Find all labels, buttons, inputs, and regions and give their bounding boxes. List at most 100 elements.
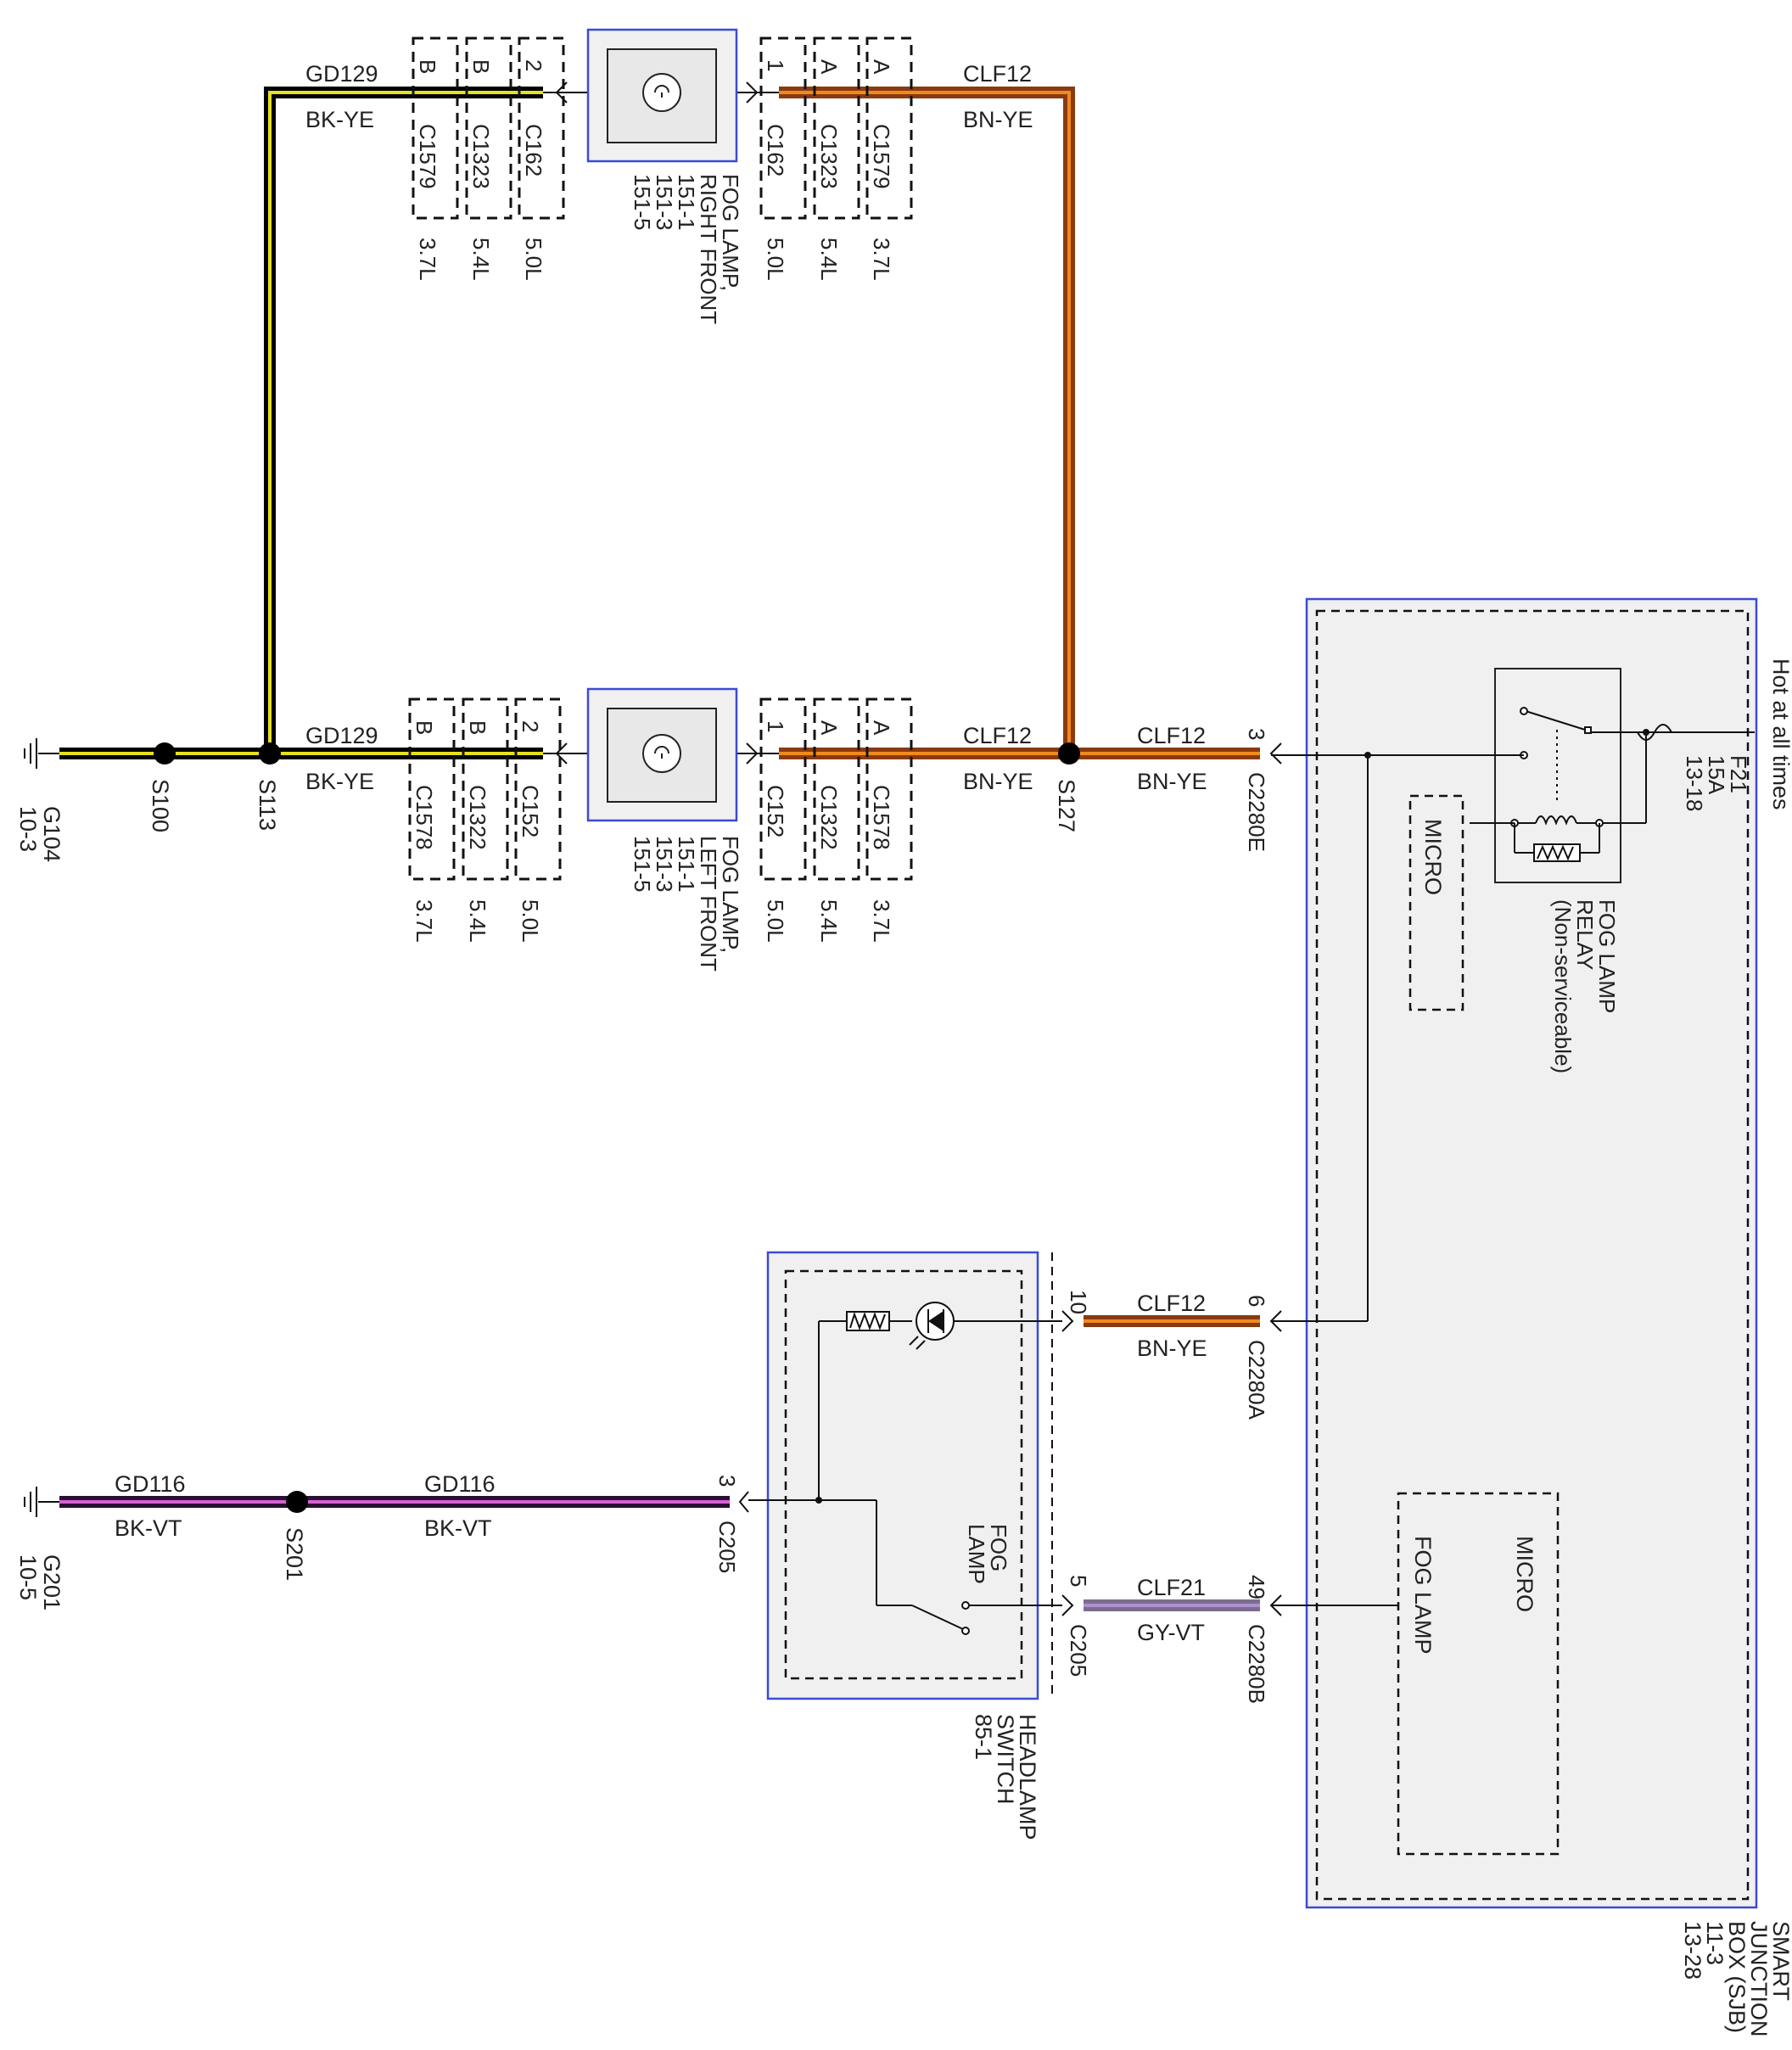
svg-text:C162: C162 — [521, 124, 546, 176]
svg-text:6: 6 — [1244, 1295, 1269, 1307]
svg-text:85-1: 85-1 — [971, 1714, 996, 1760]
svg-text:C1579: C1579 — [869, 124, 894, 189]
svg-text:10: 10 — [1066, 1290, 1091, 1314]
svg-text:MICRO: MICRO — [1512, 1536, 1537, 1612]
svg-text:FOG LAMP: FOG LAMP — [1410, 1536, 1436, 1655]
wire-gd129 — [59, 87, 543, 759]
headlamp-switch: FOG LAMP 10 5 C205 3 C205 HEADLAMP SWITC… — [714, 1251, 1091, 1840]
svg-text:A: A — [816, 59, 842, 75]
sjb-pin-c2280a: 6 C2280A — [1244, 1295, 1282, 1420]
svg-text:A: A — [869, 720, 894, 736]
svg-text:B: B — [465, 720, 490, 735]
svg-text:151-1: 151-1 — [674, 836, 699, 893]
svg-text:C2280A: C2280A — [1244, 1340, 1269, 1420]
svg-text:C1578: C1578 — [412, 785, 437, 850]
svg-text:5.4L: 5.4L — [816, 238, 842, 281]
lamp-name: FOG LAMP, — [718, 836, 743, 953]
svg-text:5: 5 — [1066, 1575, 1091, 1587]
svg-text:1: 1 — [763, 720, 788, 732]
svg-text:3.7L: 3.7L — [412, 899, 437, 943]
svg-text:3: 3 — [714, 1475, 740, 1487]
svg-text:BN-YE: BN-YE — [963, 769, 1033, 794]
svg-text:3.7L: 3.7L — [415, 238, 440, 281]
svg-text:C1578: C1578 — [869, 785, 894, 850]
svg-text:3.7L: 3.7L — [869, 238, 894, 281]
svg-text:3: 3 — [1244, 728, 1269, 740]
svg-text:C1322: C1322 — [465, 785, 490, 850]
svg-text:BN-YE: BN-YE — [963, 107, 1033, 132]
svg-text:FOG: FOG — [986, 1524, 1011, 1571]
lamp-name: LEFT FRONT — [696, 836, 721, 972]
hot-label: Hot at all times — [1768, 658, 1792, 810]
svg-text:5.0L: 5.0L — [521, 238, 546, 281]
svg-text:C2280B: C2280B — [1244, 1624, 1269, 1704]
svg-text:RELAY: RELAY — [1572, 899, 1598, 970]
svg-text:49: 49 — [1244, 1575, 1269, 1599]
svg-text:CLF12: CLF12 — [1137, 1291, 1206, 1316]
fog-lamp-left-front: B C1578 3.7L B C1322 5.4L 2 C152 5.0L 1 … — [408, 687, 913, 972]
svg-text:5.4L: 5.4L — [816, 899, 842, 943]
svg-text:SWITCH: SWITCH — [993, 1714, 1018, 1804]
fog-lamp-right-front: B C1579 3.7L B C1323 5.4L 2 C162 5.0L 1 … — [412, 28, 913, 324]
switch-pin-5-c205: 5 C205 — [1061, 1575, 1091, 1677]
svg-text:CLF12: CLF12 — [963, 723, 1032, 748]
svg-text:S113: S113 — [255, 779, 280, 831]
svg-text:5.4L: 5.4L — [468, 238, 494, 281]
svg-text:C152: C152 — [518, 785, 543, 837]
splice-s113: S113 — [255, 742, 281, 831]
svg-text:5.0L: 5.0L — [763, 238, 788, 281]
svg-text:C1579: C1579 — [415, 124, 440, 189]
ground-id: G104 — [39, 806, 64, 862]
svg-text:BK-YE: BK-YE — [305, 769, 374, 794]
svg-text:LAMP: LAMP — [964, 1524, 989, 1584]
svg-text:151-5: 151-5 — [630, 836, 655, 893]
svg-text:C152: C152 — [763, 785, 788, 837]
svg-text:BOX (SJB): BOX (SJB) — [1724, 1921, 1750, 2033]
svg-text:151-1: 151-1 — [674, 174, 699, 231]
fog-lamp-relay: FOG LAMP RELAY (Non-serviceable) — [1470, 668, 1649, 1073]
svg-text:MICRO: MICRO — [1420, 819, 1446, 895]
svg-text:A: A — [816, 720, 842, 736]
svg-text:C1322: C1322 — [816, 785, 842, 850]
svg-text:151-3: 151-3 — [652, 174, 677, 231]
svg-text:BK-YE: BK-YE — [305, 107, 374, 132]
svg-text:BN-YE: BN-YE — [1137, 769, 1207, 794]
svg-text:C162: C162 — [763, 124, 788, 176]
svg-text:S127: S127 — [1054, 779, 1079, 832]
svg-text:CLF21: CLF21 — [1137, 1575, 1206, 1600]
micro-fog-lamp-input: MICRO FOG LAMP — [1397, 1492, 1560, 1856]
svg-text:CLF12: CLF12 — [1137, 723, 1206, 748]
ground-g201: G201 10-5 — [15, 1487, 64, 1610]
ground-ref: 10-3 — [15, 806, 41, 852]
svg-text:F21: F21 — [1726, 755, 1751, 793]
svg-text:S201: S201 — [282, 1527, 307, 1581]
svg-text:GD129: GD129 — [305, 61, 378, 87]
ground-g104: G104 10-3 — [15, 738, 64, 862]
splice-s201: S201 — [282, 1491, 308, 1581]
svg-text:GD116: GD116 — [115, 1471, 186, 1497]
svg-text:2: 2 — [518, 720, 543, 732]
wire-clf12-lamps — [779, 87, 1260, 759]
svg-text:BN-YE: BN-YE — [1137, 1336, 1207, 1361]
svg-text:C205: C205 — [714, 1521, 740, 1573]
svg-text:GD116: GD116 — [424, 1471, 496, 1497]
svg-text:BK-VT: BK-VT — [424, 1515, 492, 1541]
smart-junction-box: Hot at all times F21 15A 13-18 — [1244, 597, 1792, 2037]
indicator-led — [818, 1302, 1062, 1500]
svg-text:C205: C205 — [1066, 1624, 1091, 1677]
svg-text:2: 2 — [521, 59, 546, 71]
switch-pin-10: 10 — [1061, 1290, 1091, 1332]
switch-pin-3-c205: 3 C205 — [714, 1475, 749, 1573]
svg-text:FOG LAMP: FOG LAMP — [1594, 899, 1620, 1013]
svg-text:B: B — [415, 59, 440, 74]
fuse-f21: F21 15A 13-18 — [1637, 724, 1751, 812]
svg-text:C2280E: C2280E — [1244, 772, 1269, 852]
wire-labels: GD129 BK-YE GD129 BK-YE CLF12 BN-YE CLF1… — [115, 61, 1207, 1645]
svg-text:GD129: GD129 — [305, 723, 378, 748]
splice-s127: S127 — [1054, 742, 1080, 832]
svg-text:(Non-serviceable): (Non-serviceable) — [1550, 899, 1576, 1073]
svg-text:151-5: 151-5 — [630, 174, 655, 231]
svg-text:1: 1 — [763, 59, 788, 71]
svg-text:3.7L: 3.7L — [869, 899, 894, 943]
